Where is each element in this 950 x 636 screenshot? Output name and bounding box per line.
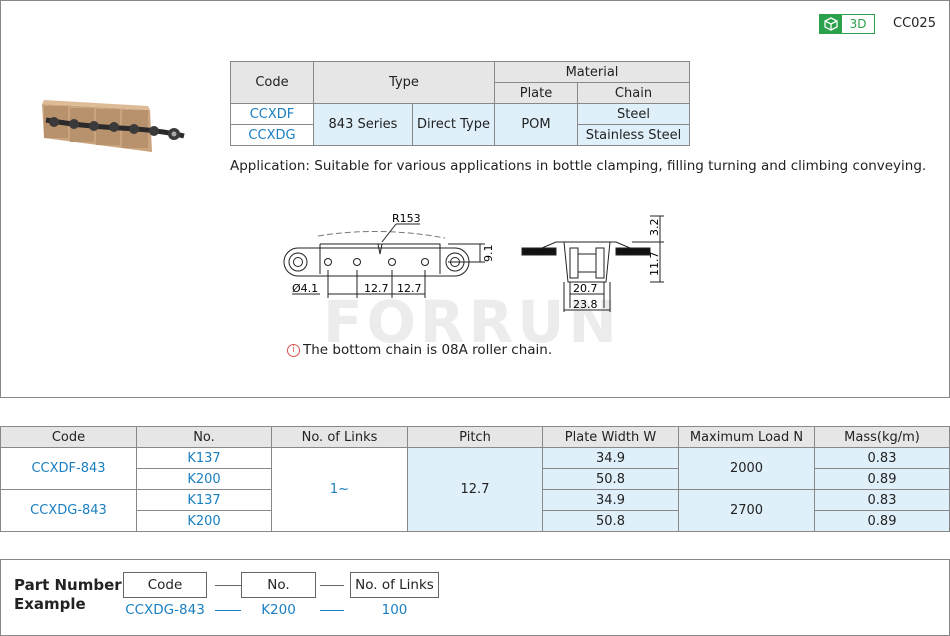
spec-load-cell: 2700 bbox=[678, 489, 815, 532]
code-link-ccxdf[interactable]: CCXDF bbox=[230, 103, 314, 125]
pn-links-value: 100 bbox=[381, 602, 408, 618]
pn-value-separator bbox=[320, 610, 344, 611]
spec-no-link[interactable]: K137 bbox=[136, 489, 272, 511]
note: i The bottom chain is 08A roller chain. bbox=[287, 342, 552, 358]
roller bbox=[129, 124, 139, 134]
spec-mass-cell: 0.83 bbox=[814, 447, 950, 469]
dim-radius: R153 bbox=[392, 212, 421, 225]
side-view-outline bbox=[283, 247, 470, 277]
col-chain: Chain bbox=[577, 82, 690, 104]
spec-no-link[interactable]: K200 bbox=[136, 468, 272, 490]
pn-value-separator bbox=[215, 610, 241, 611]
roller bbox=[49, 117, 59, 127]
end-view-plate bbox=[521, 247, 557, 256]
spec-col-pitch: Pitch bbox=[407, 426, 543, 448]
pn-links-label: No. of Links bbox=[350, 572, 439, 598]
dim-pitch-b: 12.7 bbox=[397, 282, 422, 295]
spec-table: Code No. No. of Links Pitch Plate Width … bbox=[0, 426, 950, 532]
spec-col-mass: Mass(kg/m) bbox=[814, 426, 950, 448]
roller bbox=[109, 122, 119, 132]
roller bbox=[69, 119, 79, 129]
pn-separator bbox=[320, 585, 344, 586]
part-number-title: Part Number Example bbox=[14, 576, 122, 613]
spec-col-load: Maximum Load N bbox=[678, 426, 815, 448]
spec-load-cell: 2000 bbox=[678, 447, 815, 490]
col-material: Material bbox=[494, 61, 690, 83]
col-code: Code bbox=[230, 61, 314, 104]
badge-label: 3D bbox=[849, 17, 867, 31]
code-link-ccxdg[interactable]: CCXDG bbox=[230, 124, 314, 146]
note-text: The bottom chain is 08A roller chain. bbox=[303, 342, 553, 358]
dim-height: 9.1 bbox=[482, 245, 495, 263]
chain-material-cell: Steel bbox=[577, 103, 690, 125]
spec-pitch-cell: 12.7 bbox=[407, 447, 543, 532]
dim-overall-height: 11.7 bbox=[648, 252, 661, 277]
roller bbox=[89, 121, 99, 131]
spec-no-link[interactable]: K200 bbox=[136, 510, 272, 532]
roller bbox=[149, 126, 159, 136]
spec-width-cell: 34.9 bbox=[542, 447, 679, 469]
pn-separator bbox=[215, 585, 241, 586]
product-image bbox=[42, 100, 185, 152]
spec-width-cell: 34.9 bbox=[542, 489, 679, 511]
dim-pitch-a: 12.7 bbox=[364, 282, 389, 295]
cube-icon bbox=[820, 15, 842, 33]
dim-hole-dia: Ø4.1 bbox=[292, 282, 318, 295]
direct-type-cell: Direct Type bbox=[412, 103, 495, 146]
spec-col-code: Code bbox=[0, 426, 137, 448]
pn-code-label: Code bbox=[123, 572, 207, 598]
col-type: Type bbox=[313, 61, 495, 104]
spec-mass-cell: 0.83 bbox=[814, 489, 950, 511]
dim-inner-width: 20.7 bbox=[573, 282, 598, 295]
end-roller-left bbox=[288, 252, 308, 272]
spec-width-cell: 50.8 bbox=[542, 468, 679, 490]
chain-material-cell: Stainless Steel bbox=[577, 124, 690, 146]
plate-material-cell: POM bbox=[494, 103, 578, 146]
pn-code-value: CCXDG-843 bbox=[125, 602, 205, 618]
technical-drawing: R153 Ø4.1 12.7 12.7 9.1 20.7 23.8 3.2 11… bbox=[283, 212, 664, 312]
spec-no-link[interactable]: K137 bbox=[136, 447, 272, 469]
spec-col-links: No. of Links bbox=[271, 426, 408, 448]
spec-code-ccxdf[interactable]: CCXDF-843 bbox=[0, 447, 137, 490]
catalog-code: CC025 bbox=[893, 16, 936, 31]
dim-thickness: 3.2 bbox=[648, 219, 661, 237]
col-plate: Plate bbox=[494, 82, 578, 104]
spec-mass-cell: 0.89 bbox=[814, 510, 950, 532]
spec-code-ccxdg[interactable]: CCXDG-843 bbox=[0, 489, 137, 532]
watermark-logo: FORRUN bbox=[323, 288, 621, 356]
spec-mass-cell: 0.89 bbox=[814, 468, 950, 490]
type-table: Code Type Material Plate Chain CCXDF 843… bbox=[230, 61, 690, 146]
pn-no-label: No. bbox=[241, 572, 316, 598]
3d-model-button[interactable]: 3D bbox=[819, 14, 875, 34]
spec-col-width: Plate Width W bbox=[542, 426, 679, 448]
pn-no-value: K200 bbox=[261, 602, 296, 618]
dim-outer-width: 23.8 bbox=[573, 298, 598, 311]
spec-width-cell: 50.8 bbox=[542, 510, 679, 532]
series-cell: 843 Series bbox=[313, 103, 413, 146]
info-icon: i bbox=[287, 343, 300, 357]
spec-col-no: No. bbox=[136, 426, 272, 448]
application-text: Application: Suitable for various applic… bbox=[230, 158, 927, 174]
spec-links-cell[interactable]: 1~ bbox=[271, 447, 408, 532]
